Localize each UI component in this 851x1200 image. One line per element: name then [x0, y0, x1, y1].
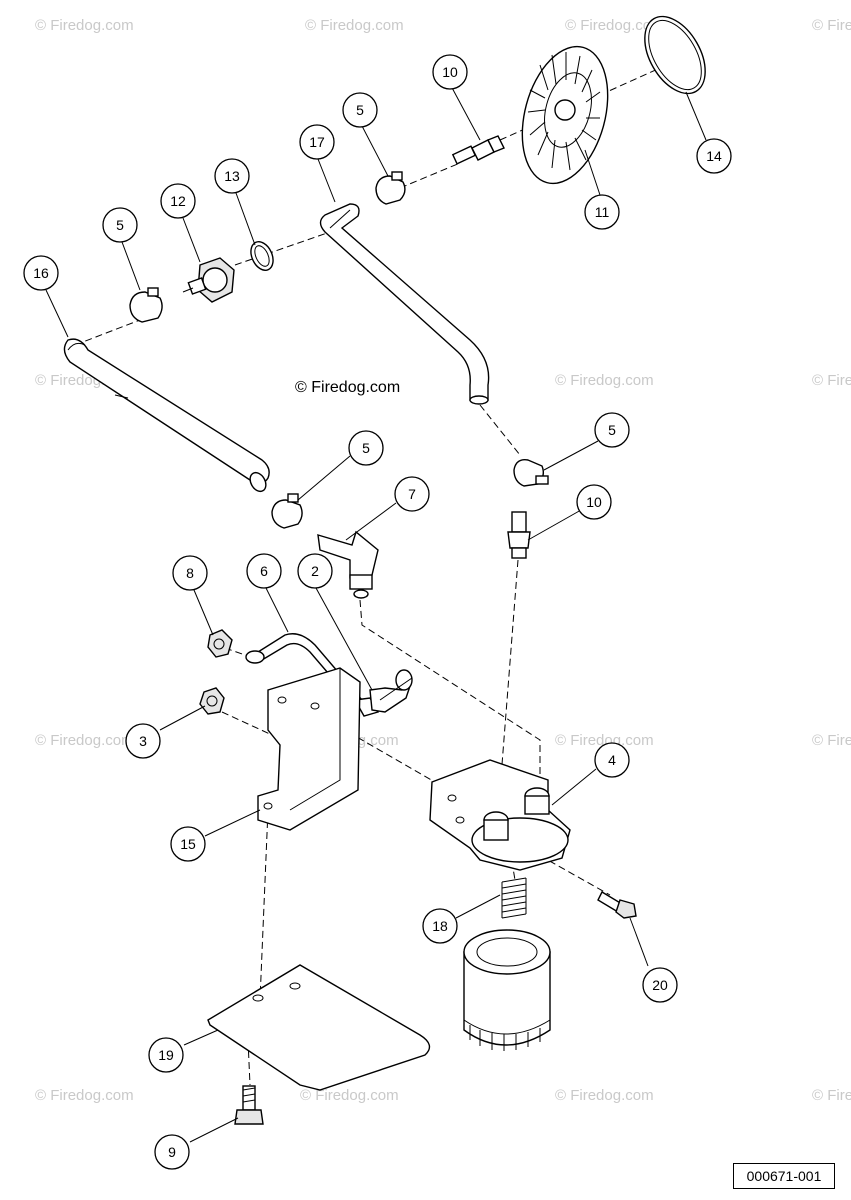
watermark: © Firedog.com [555, 372, 654, 389]
callout-label: 7 [408, 486, 416, 502]
bolt-20 [597, 891, 637, 919]
callout-9: 9 [154, 1134, 190, 1170]
callout-18: 18 [422, 908, 458, 944]
filter-head-4 [429, 759, 571, 871]
callout-4: 4 [594, 742, 630, 778]
callout-label: 12 [170, 193, 186, 209]
watermark: © Firedog.com [812, 17, 851, 34]
watermark: © Firedog.com [555, 732, 654, 749]
oil-filter [463, 929, 551, 1051]
callout-15: 15 [170, 826, 206, 862]
o-ring-13 [250, 241, 274, 271]
callout-5-top: 5 [342, 92, 378, 128]
document-code: 000671-001 [746, 1168, 822, 1184]
clamp-5-mid [271, 493, 303, 529]
bracket-15 [257, 667, 361, 831]
watermark-main: © Firedog.com [295, 379, 400, 396]
axis-line [359, 599, 541, 790]
plate-19 [207, 964, 431, 1091]
callout-14: 14 [696, 138, 732, 174]
callout-label: 5 [608, 422, 616, 438]
callout-label: 11 [595, 204, 610, 220]
axis-line [221, 711, 273, 736]
nut-8 [207, 629, 233, 658]
watermark: © Firedog.com [555, 1087, 654, 1104]
callout-label: 8 [186, 565, 194, 581]
callout-label: 13 [224, 168, 240, 184]
hose-16 [63, 338, 270, 493]
callout-6: 6 [246, 553, 282, 589]
callout-label: 20 [652, 977, 668, 993]
callout-5-mid: 5 [348, 430, 384, 466]
axis-line [599, 67, 661, 96]
callout-label: 10 [586, 494, 602, 510]
axis-line [234, 231, 331, 266]
callout-10-right: 10 [576, 484, 612, 520]
leader-lines [45, 83, 707, 1143]
hose-barb-10-top [451, 135, 505, 165]
axis-line [259, 809, 269, 1001]
hose-17 [319, 203, 490, 405]
watermark: © Firedog.com [35, 732, 134, 749]
callout-label: 6 [260, 563, 268, 579]
callout-13: 13 [214, 158, 250, 194]
callout-label: 19 [158, 1047, 174, 1063]
watermark: © Firedog.com [35, 1087, 134, 1104]
callout-label: 18 [432, 918, 448, 934]
watermark: © Firedog.com [565, 17, 664, 34]
callout-7: 7 [394, 476, 430, 512]
callout-17: 17 [299, 124, 335, 160]
watermark: © Firedog.com [812, 1087, 851, 1104]
clamp-5-left [129, 287, 163, 323]
watermark: © Firedog.com [812, 372, 851, 389]
callout-19: 19 [148, 1037, 184, 1073]
watermark: © Firedog.com [35, 17, 134, 34]
o-ring-14 [644, 15, 706, 95]
axis-line [74, 319, 141, 346]
callout-label: 10 [442, 64, 458, 80]
callout-label: 15 [180, 836, 196, 852]
callout-label: 2 [311, 563, 319, 579]
spring-18 [501, 877, 527, 919]
callout-label: 17 [309, 134, 325, 150]
callout-12: 12 [160, 183, 196, 219]
axis-line [499, 559, 519, 791]
callout-label: 4 [608, 752, 616, 768]
callout-2: 2 [297, 553, 333, 589]
watermark: © Firedog.com [812, 732, 851, 749]
callout-label: 3 [139, 733, 147, 749]
hose-barb-10-right [507, 511, 531, 559]
nut-3 [199, 687, 225, 715]
sender-12 [182, 257, 235, 303]
axis-line [479, 404, 521, 456]
callout-8: 8 [172, 555, 208, 591]
axis-line [399, 162, 461, 189]
callout-label: 5 [362, 440, 370, 456]
callout-10-top: 10 [432, 54, 468, 90]
callout-3: 3 [125, 723, 161, 759]
axis-line [247, 1039, 251, 1086]
wire-lead-2 [369, 669, 413, 713]
callout-11: 11 [584, 194, 620, 230]
callout-label: 14 [706, 148, 722, 164]
callout-16: 16 [23, 255, 59, 291]
clamp-5-top [375, 171, 406, 205]
clamp-5-right [513, 459, 549, 487]
elbow-fitting-7 [317, 530, 379, 599]
callout-5-right: 5 [594, 412, 630, 448]
callout-label: 16 [33, 265, 49, 281]
cooler-fan-11 [521, 45, 609, 185]
callout-20: 20 [642, 967, 678, 1003]
bolt-9 [234, 1085, 264, 1125]
document-code-box: 000671-001 [733, 1163, 835, 1189]
callout-label: 5 [356, 102, 364, 118]
watermark: © Firedog.com [305, 17, 404, 34]
callout-label: 9 [168, 1144, 176, 1160]
callout-5-left: 5 [102, 207, 138, 243]
watermark: © Firedog.com [300, 1087, 399, 1104]
callout-label: 5 [116, 217, 124, 233]
